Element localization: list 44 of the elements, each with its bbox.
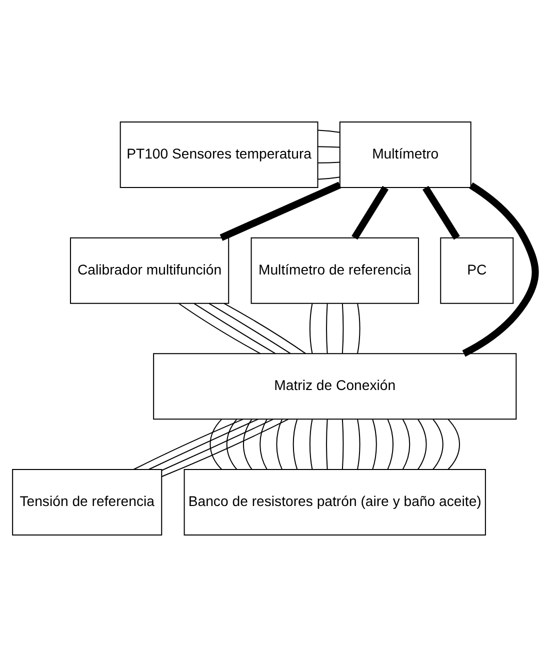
connector xyxy=(357,419,360,470)
connector xyxy=(292,419,298,470)
node-box: Calibrador multifunción xyxy=(70,237,230,304)
connector xyxy=(309,419,313,470)
connector xyxy=(148,418,258,470)
node-box: Matriz de Conexión xyxy=(153,353,517,420)
connector xyxy=(417,419,427,470)
connector xyxy=(372,419,377,470)
connector xyxy=(318,162,340,164)
connector xyxy=(342,419,344,470)
connector xyxy=(226,419,238,470)
node-box: Tensión de referencia xyxy=(12,469,162,536)
connector xyxy=(326,419,328,470)
node-box: PC xyxy=(440,237,514,304)
connector xyxy=(318,176,340,180)
connector xyxy=(208,303,291,354)
connector xyxy=(134,418,244,470)
connector xyxy=(224,303,306,354)
connector xyxy=(242,419,252,470)
connector xyxy=(462,182,539,357)
connector xyxy=(318,146,340,148)
connector xyxy=(161,418,288,478)
connector xyxy=(318,130,340,133)
connector xyxy=(178,303,261,354)
node-box: PT100 Sensores temperatura xyxy=(120,122,318,188)
connector xyxy=(326,304,328,354)
connector xyxy=(422,186,460,240)
connector xyxy=(162,418,274,471)
connector xyxy=(342,304,344,354)
connector xyxy=(387,419,394,470)
connector xyxy=(309,304,313,354)
connector xyxy=(402,419,410,470)
connector xyxy=(432,419,444,470)
connector xyxy=(210,419,222,470)
connector xyxy=(357,304,360,354)
connector xyxy=(260,419,268,470)
node-box: Multímetro de referencia xyxy=(250,237,419,304)
connector xyxy=(448,419,460,470)
connector xyxy=(276,419,283,470)
node-box: Multímetro xyxy=(339,122,472,188)
connector xyxy=(352,186,389,240)
connector xyxy=(220,182,342,241)
connector xyxy=(194,303,276,354)
node-box: Banco de resistores patrón (aire y baño aceite) xyxy=(184,469,486,536)
